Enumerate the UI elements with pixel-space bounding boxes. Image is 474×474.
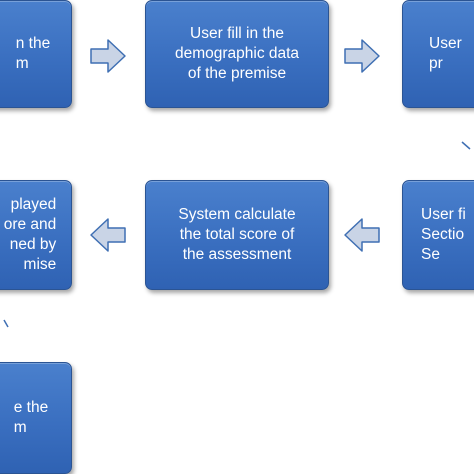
step-box-5-label: System calculate the total score of the …: [178, 206, 296, 263]
step-box-5: System calculate the total score of the …: [145, 180, 329, 290]
arrow-left-2: [342, 215, 382, 255]
step-box-7: e the m: [0, 362, 72, 474]
step-box-6-label: played ore and ned by mise: [3, 196, 57, 273]
arrow-left-1: [88, 215, 128, 255]
step-box-6: played ore and ned by mise: [0, 180, 72, 290]
step-box-7-label: e the m: [13, 399, 49, 436]
step-box-1: n the m: [0, 0, 72, 108]
arrow-down-2: [0, 318, 16, 332]
step-box-3-label: User pr: [429, 35, 462, 72]
step-box-2-label: User fill in the demographic data of the…: [174, 25, 300, 82]
step-box-1-label: n the m: [15, 35, 51, 72]
arrow-right-2: [342, 36, 382, 76]
step-box-2: User fill in the demographic data of the…: [145, 0, 329, 108]
step-box-3: User pr: [402, 0, 474, 108]
step-box-4: User fi Sectio Se: [402, 180, 474, 290]
arrow-down-1: [460, 140, 474, 152]
step-box-4-label: User fi Sectio Se: [421, 206, 466, 263]
arrow-right-1: [88, 36, 128, 76]
